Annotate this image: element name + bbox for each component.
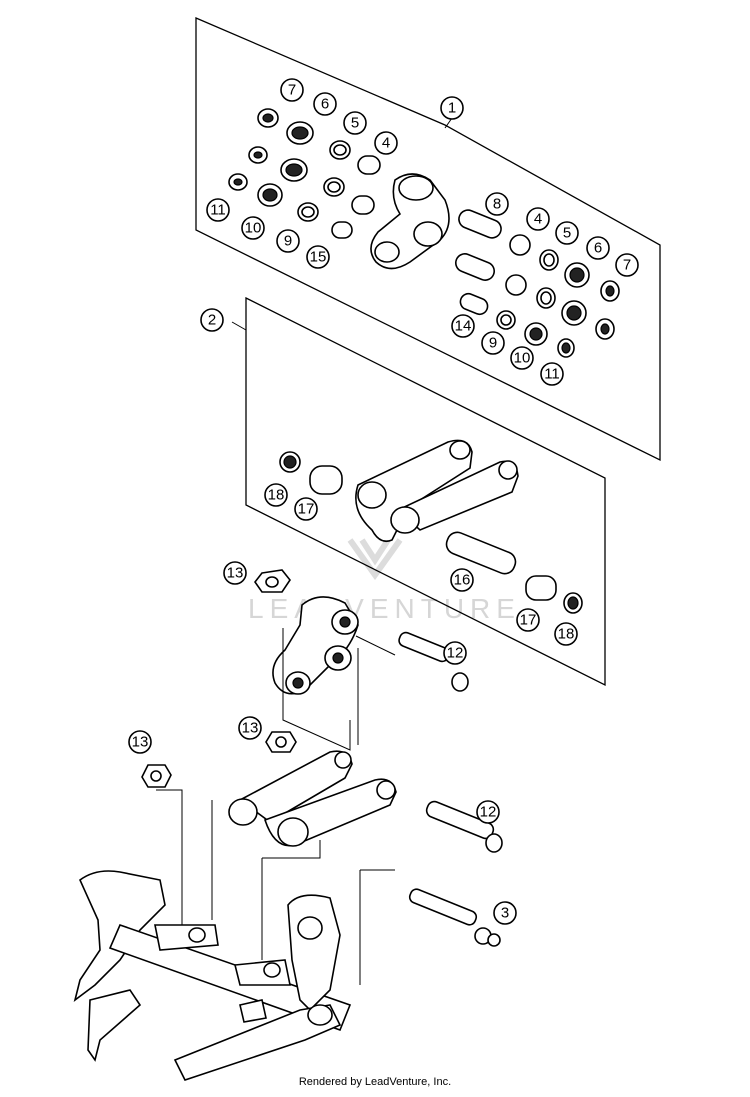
svg-text:1: 1 (448, 100, 456, 117)
callout-15: 15 (306, 245, 330, 269)
svg-text:10: 10 (245, 220, 262, 237)
callout-6-top-left: 6 (313, 92, 337, 116)
callout-7-top-left: 7 (280, 78, 304, 102)
svg-text:11: 11 (544, 366, 560, 383)
svg-text:13: 13 (242, 720, 259, 737)
svg-text:18: 18 (558, 626, 575, 643)
callout-7-right: 7 (615, 253, 639, 277)
callout-17-left: 17 (294, 497, 318, 521)
svg-text:6: 6 (321, 96, 329, 113)
callout-12-top: 12 (443, 641, 467, 665)
callout-18-left: 18 (264, 483, 288, 507)
svg-text:2: 2 (208, 312, 216, 329)
kit-2-frame (245, 296, 606, 687)
svg-text:4: 4 (534, 211, 542, 228)
kit-1-parts-right (455, 209, 620, 358)
callout-5-top-left: 5 (343, 111, 367, 135)
assembled-linkage (141, 569, 503, 985)
callout-9-right: 9 (481, 331, 505, 355)
callout-3: 3 (493, 901, 517, 925)
callout-11-right: 11 (540, 362, 564, 386)
callout-13-top: 13 (223, 561, 247, 585)
kit-1-frame (195, 17, 661, 462)
callout-12-bottom: 12 (476, 800, 500, 824)
svg-text:18: 18 (268, 487, 285, 504)
callout-10-left: 10 (241, 216, 265, 240)
svg-text:12: 12 (480, 804, 497, 821)
callout-13-middle: 13 (238, 716, 262, 740)
callout-2: 2 (200, 308, 224, 332)
frame-section (73, 870, 501, 1081)
svg-text:6: 6 (594, 240, 602, 257)
svg-text:17: 17 (520, 612, 537, 629)
callout-10-right: 10 (510, 346, 534, 370)
callout-18-right: 18 (554, 622, 578, 646)
svg-text:9: 9 (489, 335, 497, 352)
leader-2 (231, 321, 247, 331)
callout-4-right: 4 (526, 207, 550, 231)
callout-8: 8 (485, 192, 509, 216)
svg-text:13: 13 (132, 734, 149, 751)
callout-9-left: 9 (276, 229, 300, 253)
watermark-text: LEADVENTURE (248, 593, 521, 624)
svg-text:5: 5 (351, 115, 359, 132)
svg-text:10: 10 (514, 350, 531, 367)
svg-text:5: 5 (563, 225, 571, 242)
kit-1-parts-left (228, 108, 381, 239)
callout-6-right: 6 (586, 236, 610, 260)
svg-text:12: 12 (447, 645, 464, 662)
svg-text:15: 15 (310, 249, 327, 266)
svg-text:14: 14 (455, 318, 472, 335)
callout-11-left: 11 (206, 198, 230, 222)
svg-text:7: 7 (288, 82, 296, 99)
callout-13-left: 13 (128, 730, 152, 754)
watermark: LEADVENTURE (248, 538, 521, 624)
svg-text:4: 4 (382, 135, 390, 152)
svg-text:17: 17 (298, 501, 315, 518)
kit-2-parts (279, 439, 583, 614)
callout-14: 14 (451, 314, 475, 338)
svg-text:7: 7 (623, 257, 631, 274)
svg-text:8: 8 (493, 196, 501, 213)
callout-17-right: 17 (516, 608, 540, 632)
svg-text:13: 13 (227, 565, 244, 582)
footer-credit: Rendered by LeadVenture, Inc. (298, 1076, 452, 1088)
callout-5-right: 5 (555, 221, 579, 245)
svg-text:9: 9 (284, 233, 292, 250)
svg-text:3: 3 (501, 905, 509, 922)
callout-4-top-left: 4 (374, 131, 398, 155)
svg-text:16: 16 (454, 572, 471, 589)
svg-text:11: 11 (210, 202, 226, 219)
callout-1: 1 (440, 96, 464, 120)
callout-16: 16 (450, 568, 474, 592)
rocker-link (370, 173, 450, 270)
